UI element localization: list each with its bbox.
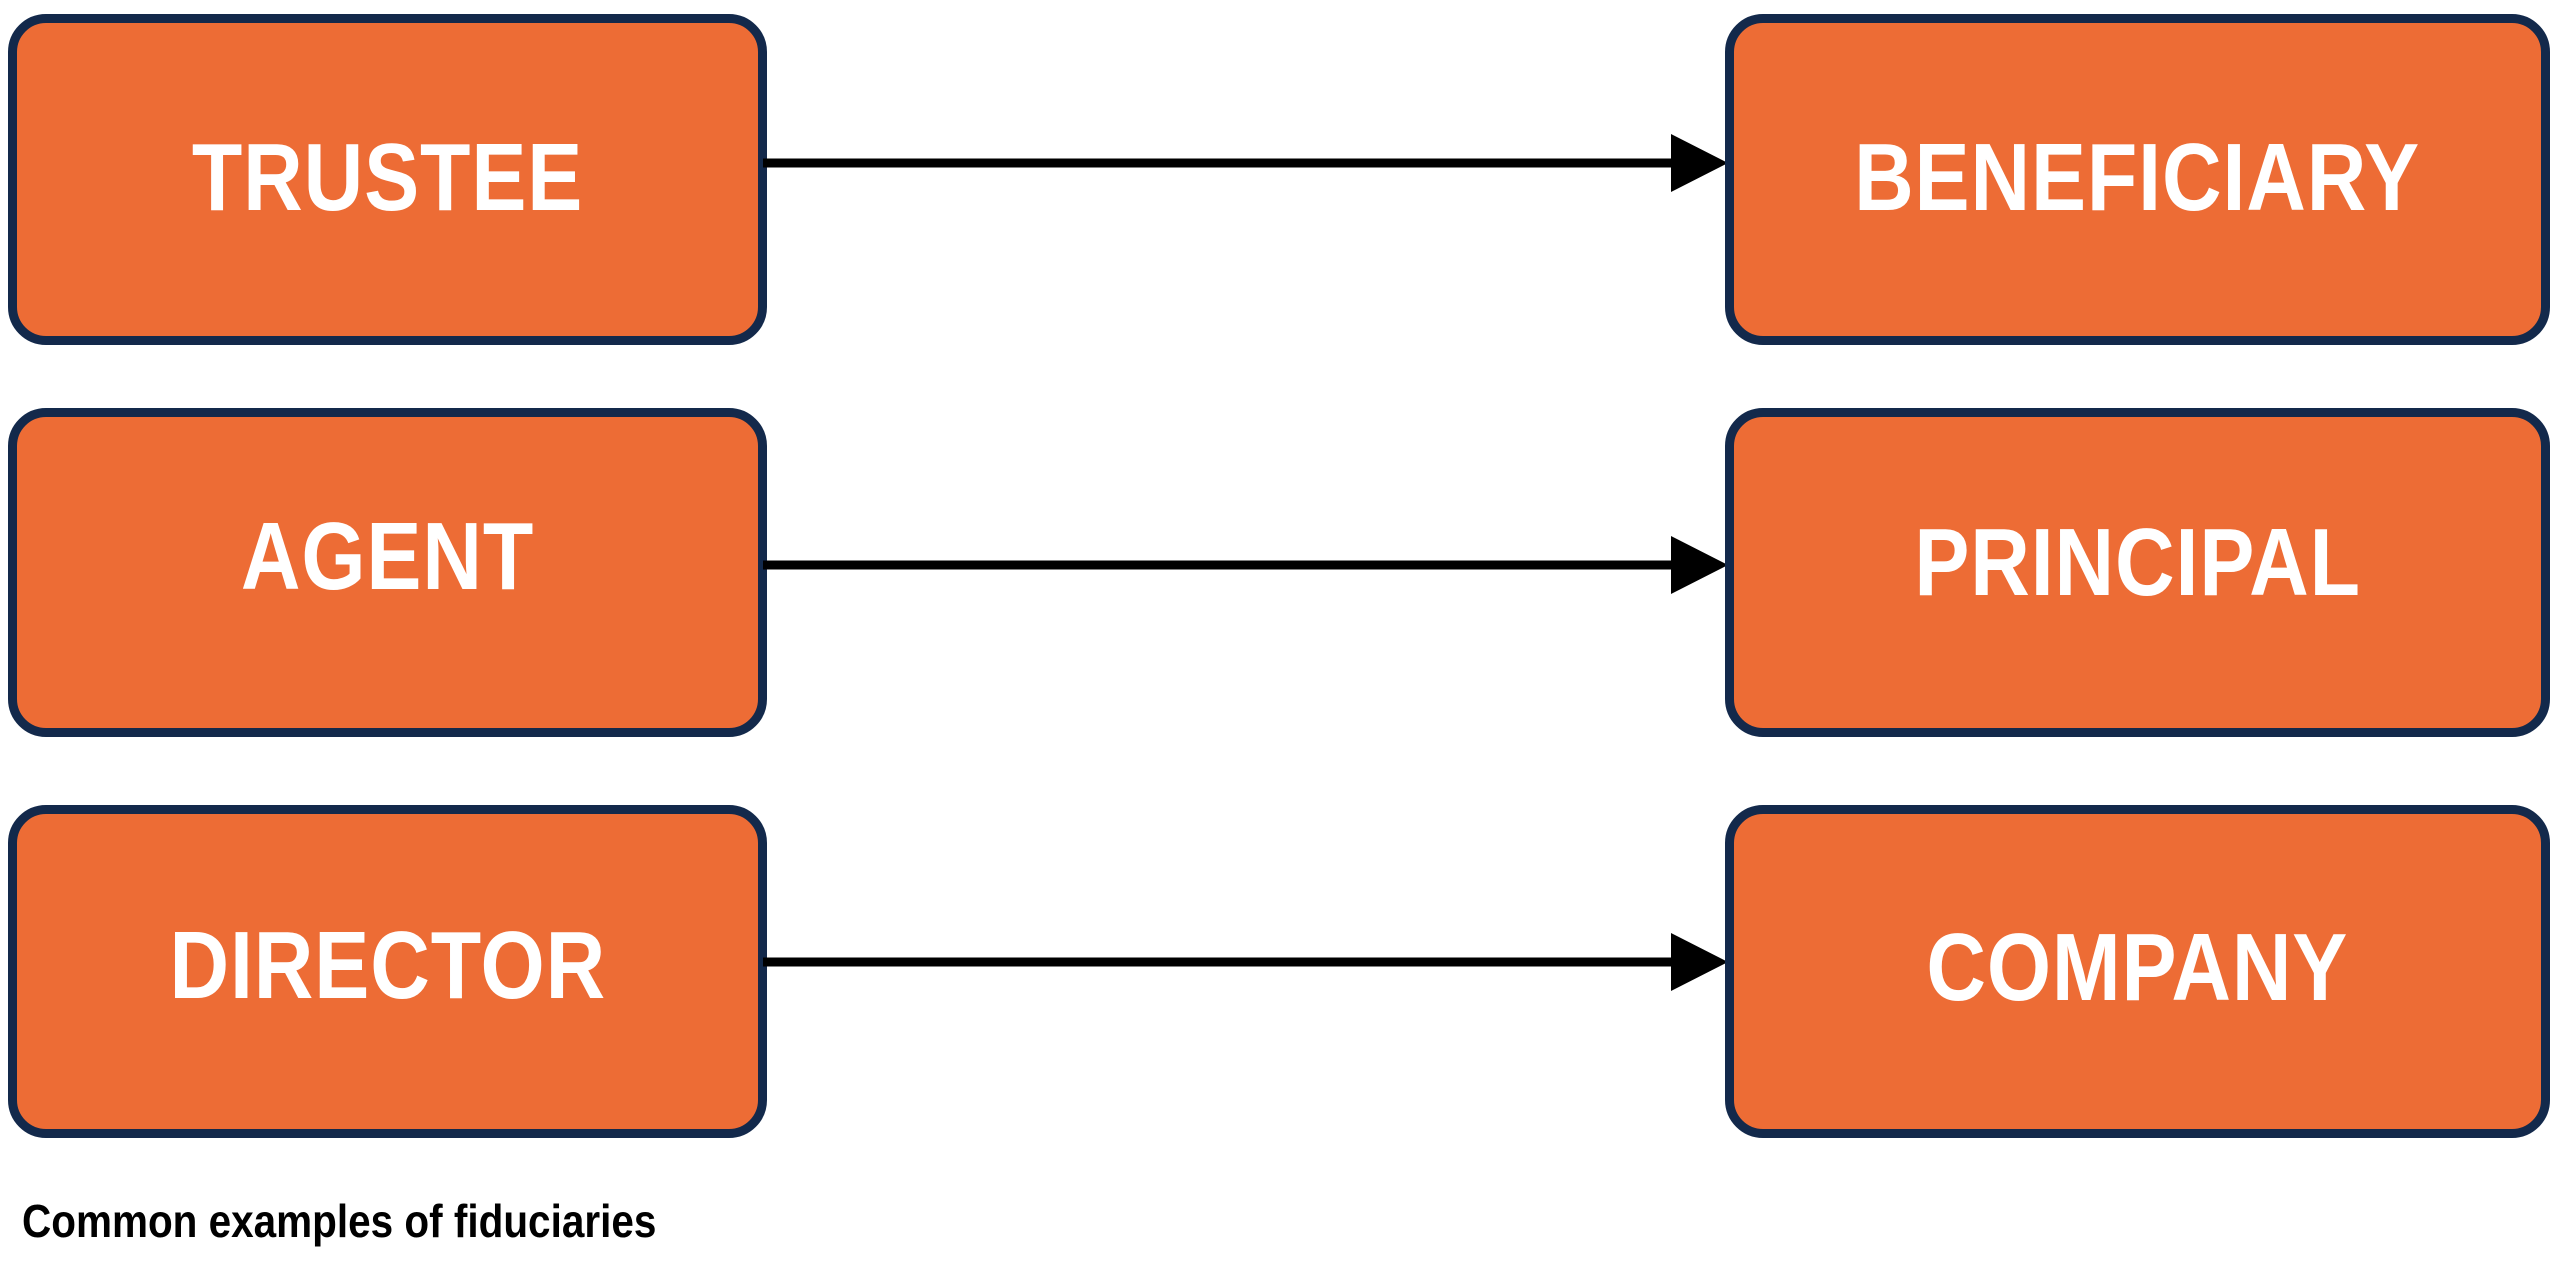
connector-director-company: [763, 932, 1728, 992]
node-director-label: DIRECTOR: [169, 911, 606, 1019]
node-company-label: COMPANY: [1926, 913, 2349, 1021]
arrow-right-icon: [763, 933, 1728, 991]
node-agent-label: AGENT: [240, 502, 535, 610]
node-principal[interactable]: PRINCIPAL: [1725, 408, 2550, 737]
arrow-right-icon: [763, 536, 1728, 594]
node-principal-label: PRINCIPAL: [1914, 508, 2361, 616]
node-director[interactable]: DIRECTOR: [8, 805, 767, 1138]
node-beneficiary[interactable]: BENEFICIARY: [1725, 14, 2550, 345]
node-beneficiary-label: BENEFICIARY: [1854, 123, 2421, 231]
node-trustee[interactable]: TRUSTEE: [8, 14, 767, 345]
node-trustee-label: TRUSTEE: [191, 123, 584, 231]
arrow-right-icon: [763, 134, 1728, 192]
node-company[interactable]: COMPANY: [1725, 805, 2550, 1138]
diagram-caption: Common examples of fiduciaries: [22, 1195, 657, 1247]
connector-trustee-beneficiary: [763, 133, 1728, 193]
connector-agent-principal: [763, 535, 1728, 595]
node-agent[interactable]: AGENT: [8, 408, 767, 737]
